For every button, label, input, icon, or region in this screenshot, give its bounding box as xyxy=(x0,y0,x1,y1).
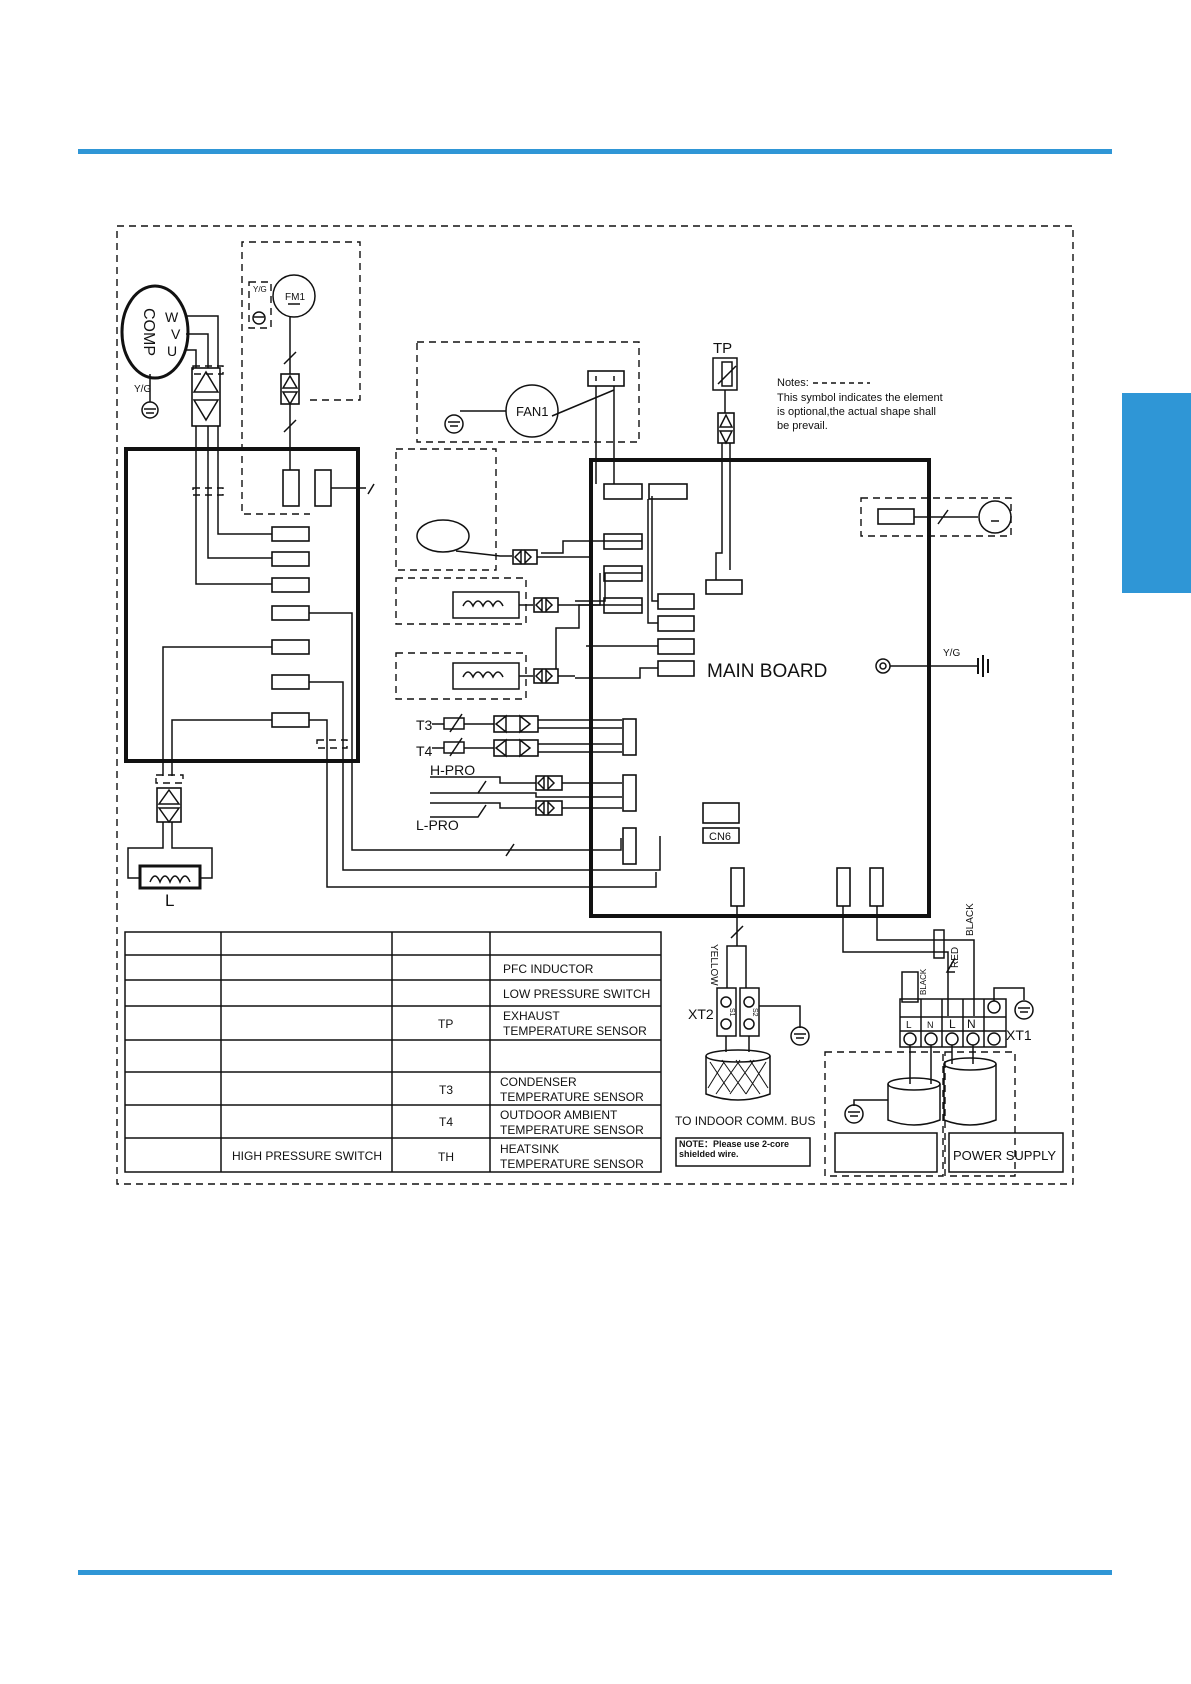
supply-ground-icon xyxy=(844,1104,864,1124)
fm1-yg-label: Y/G xyxy=(253,285,267,294)
power-supply-label: POWER SUPPLY xyxy=(953,1148,1056,1163)
legend-outdoor-1: OUTDOOR AMBIENT xyxy=(500,1108,618,1122)
fm1-label: FM1 xyxy=(285,292,305,303)
yellow-wire-label: YELLOW xyxy=(708,944,719,986)
xt1-ground-icon xyxy=(1014,1000,1034,1020)
legend-th-code: TH xyxy=(438,1150,454,1164)
xt2-label: XT2 xyxy=(688,1006,714,1022)
main-board-label: MAIN BOARD xyxy=(707,661,827,682)
t3-label: T3 xyxy=(416,717,433,733)
terminal-l-2: L xyxy=(949,1017,956,1031)
header-rule xyxy=(78,149,1112,154)
s2-label: S2 xyxy=(751,1008,758,1017)
legend-exhaust-2: TEMPERATURE SENSOR xyxy=(503,1024,647,1038)
hpro-label: H-PRO xyxy=(430,762,475,778)
comp-v-label: V xyxy=(171,326,181,342)
legend-heatsink-2: TEMPERATURE SENSOR xyxy=(500,1157,644,1171)
notes-line3: be prevail. xyxy=(777,420,828,432)
comp-label: COMP xyxy=(140,308,157,356)
notes-title: Notes: xyxy=(777,377,809,389)
fm1-ground-icon xyxy=(252,311,266,325)
diagram-frame xyxy=(116,225,1074,1185)
xt1-terminal: BLACK RED BLACK L N L N XT1 xyxy=(824,903,1064,1177)
notes: Notes: This symbol indicates the element… xyxy=(777,377,943,432)
legend-outdoor-2: TEMPERATURE SENSOR xyxy=(500,1123,644,1137)
comp-w-label: W xyxy=(165,309,179,325)
lpro-label: L-PRO xyxy=(416,817,459,833)
s1-label: S1 xyxy=(728,1008,735,1017)
legend-tp-code: TP xyxy=(438,1017,453,1031)
black-wire-label: BLACK xyxy=(965,903,976,936)
optional-fan xyxy=(860,497,1012,537)
fan-motor-fm1: FM1 Y/G xyxy=(241,241,361,515)
red-wire-label: RED xyxy=(950,947,961,968)
legend-condenser-1: CONDENSER xyxy=(500,1075,577,1089)
terminal-n-1: N xyxy=(927,1020,934,1030)
optional-components xyxy=(395,448,601,700)
xt1-label: XT1 xyxy=(1006,1027,1032,1043)
legend-t4-code: T4 xyxy=(439,1115,453,1129)
inductor-label: L xyxy=(165,891,174,910)
legend-t3-code: T3 xyxy=(439,1083,453,1097)
tp-sensor: TP xyxy=(705,340,743,595)
fan1-group: FAN1 xyxy=(416,341,640,484)
power-supply-box xyxy=(948,1132,1064,1173)
note-box xyxy=(675,1137,811,1167)
legend-table: PFC INDUCTOR LOW PRESSURE SWITCH TP EXHA… xyxy=(124,931,662,1173)
notes-line2: is optional,the actual shape shall xyxy=(777,406,936,418)
xt2-terminal: YELLOW S1 S2 XT2 TO INDOOR COMM. BUS NOT… xyxy=(675,906,815,1167)
tp-label: TP xyxy=(713,340,732,357)
compressor: COMP W V U Y/G xyxy=(120,284,272,585)
legend-low-pressure-switch: LOW PRESSURE SWITCH xyxy=(503,987,650,1001)
notes-line1: This symbol indicates the element xyxy=(777,392,943,404)
main-board: MAIN BOARD CN6 Y/G xyxy=(539,458,989,918)
board-ground-icon xyxy=(977,655,989,677)
footer-rule xyxy=(78,1570,1112,1575)
pfc-inductor: L xyxy=(127,774,213,910)
note-wire-text: NOTE：Please use 2-core shielded wire. xyxy=(679,1139,790,1159)
terminal-l-1: L xyxy=(906,1020,912,1031)
legend-exhaust-1: EXHAUST xyxy=(503,1009,560,1023)
to-indoor-label: TO INDOOR COMM. BUS xyxy=(675,1114,815,1128)
legend-high-pressure-switch: HIGH PRESSURE SWITCH xyxy=(232,1149,382,1163)
board-yg-label: Y/G xyxy=(943,648,960,659)
comp-connector xyxy=(191,367,221,427)
xt2-ground-icon xyxy=(790,1026,810,1046)
fan1-label: FAN1 xyxy=(516,404,549,419)
shielded-cable-icon xyxy=(705,1049,771,1101)
sensors: T3 T4 H-PRO L-PRO xyxy=(416,713,622,857)
black-wire-label-2: BLACK xyxy=(919,968,928,995)
fan1-ground-icon xyxy=(444,414,464,434)
section-tab xyxy=(1122,393,1191,593)
legend-heatsink-1: HEATSINK xyxy=(500,1142,559,1156)
terminal-n-2: N xyxy=(967,1017,976,1031)
comp-ground-icon xyxy=(141,401,159,419)
legend-condenser-2: TEMPERATURE SENSOR xyxy=(500,1090,644,1104)
comp-u-label: U xyxy=(167,343,177,359)
t4-label: T4 xyxy=(416,743,433,759)
drive-module xyxy=(124,447,661,888)
legend-pfc-inductor: PFC INDUCTOR xyxy=(503,962,594,976)
comp-yg-label: Y/G xyxy=(134,384,151,395)
cn6-label: CN6 xyxy=(709,831,731,843)
